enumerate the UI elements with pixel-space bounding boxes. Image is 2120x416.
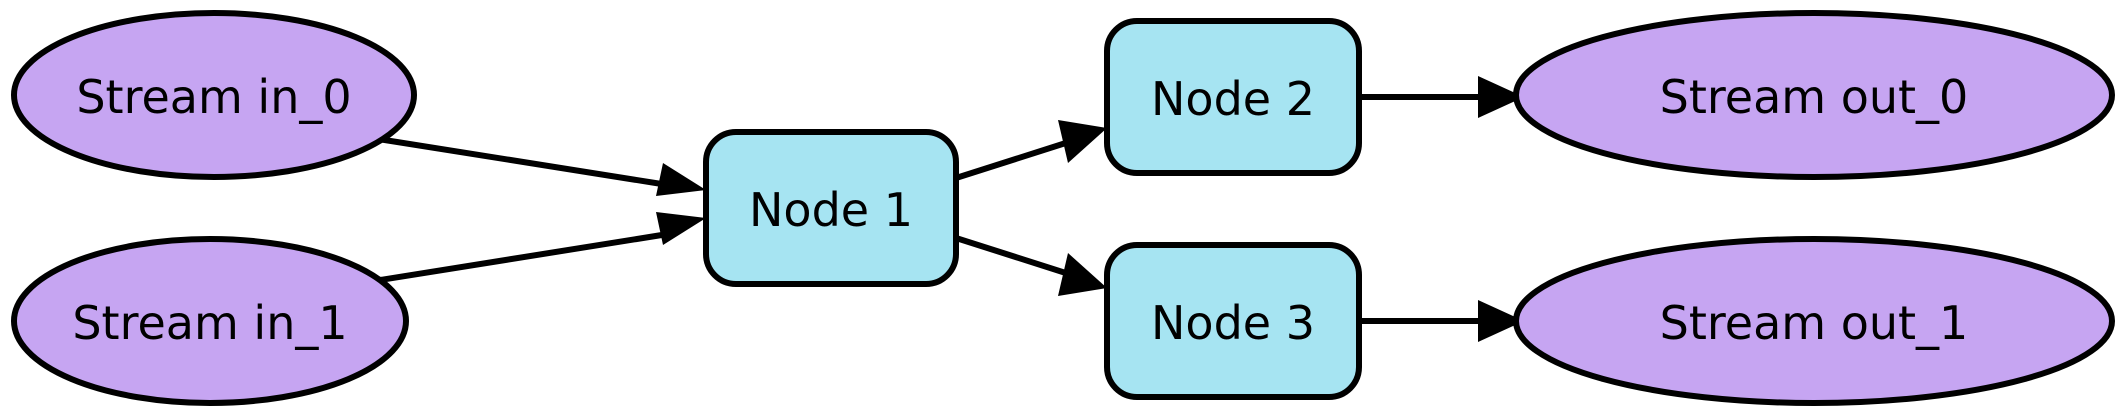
- node-node-1[interactable]: Node 1: [703, 129, 959, 287]
- edge-stream-in-1-to-node-1[interactable]: [373, 212, 706, 284]
- edge-stream-in-0-to-node-1[interactable]: [371, 135, 706, 196]
- edge-line: [371, 135, 669, 188]
- arrowhead-icon: [656, 212, 706, 245]
- arrowhead-icon: [1058, 253, 1107, 296]
- node-box: [1104, 18, 1362, 176]
- node-label: Stream in_0: [76, 70, 351, 124]
- edge-node-1-to-node-3[interactable]: [955, 235, 1107, 296]
- node-label: Stream out_0: [1660, 70, 1969, 124]
- arrowhead-icon: [656, 163, 706, 196]
- node-stream-out-0[interactable]: Stream out_0: [1513, 10, 2115, 180]
- node-label: Node 3: [1151, 296, 1315, 350]
- arrowhead-icon: [1478, 300, 1524, 342]
- edge-line: [373, 231, 669, 284]
- edge-line: [955, 138, 1073, 181]
- stream-ellipse: [11, 236, 409, 406]
- stream-ellipse: [1513, 236, 2115, 406]
- stream-ellipse: [1513, 10, 2115, 180]
- arrowhead-icon: [1478, 76, 1524, 118]
- edge-node-1-to-node-2[interactable]: [955, 120, 1107, 181]
- node-label: Node 2: [1151, 72, 1315, 126]
- node-stream-in-0[interactable]: Stream in_0: [11, 10, 417, 180]
- node-label: Stream in_1: [72, 296, 347, 350]
- edge-node-3-to-stream-out-1[interactable]: [1359, 300, 1524, 342]
- node-stream-out-1[interactable]: Stream out_1: [1513, 236, 2115, 406]
- arrowhead-icon: [1058, 120, 1107, 163]
- node-node-3[interactable]: Node 3: [1104, 242, 1362, 400]
- edge-line: [955, 235, 1073, 278]
- node-stream-in-1[interactable]: Stream in_1: [11, 236, 409, 406]
- node-label: Stream out_1: [1660, 296, 1969, 350]
- stream-ellipse: [11, 10, 417, 180]
- node-box: [703, 129, 959, 287]
- node-box: [1104, 242, 1362, 400]
- node-node-2[interactable]: Node 2: [1104, 18, 1362, 176]
- edge-node-2-to-stream-out-0[interactable]: [1359, 76, 1524, 118]
- node-label: Node 1: [749, 183, 913, 237]
